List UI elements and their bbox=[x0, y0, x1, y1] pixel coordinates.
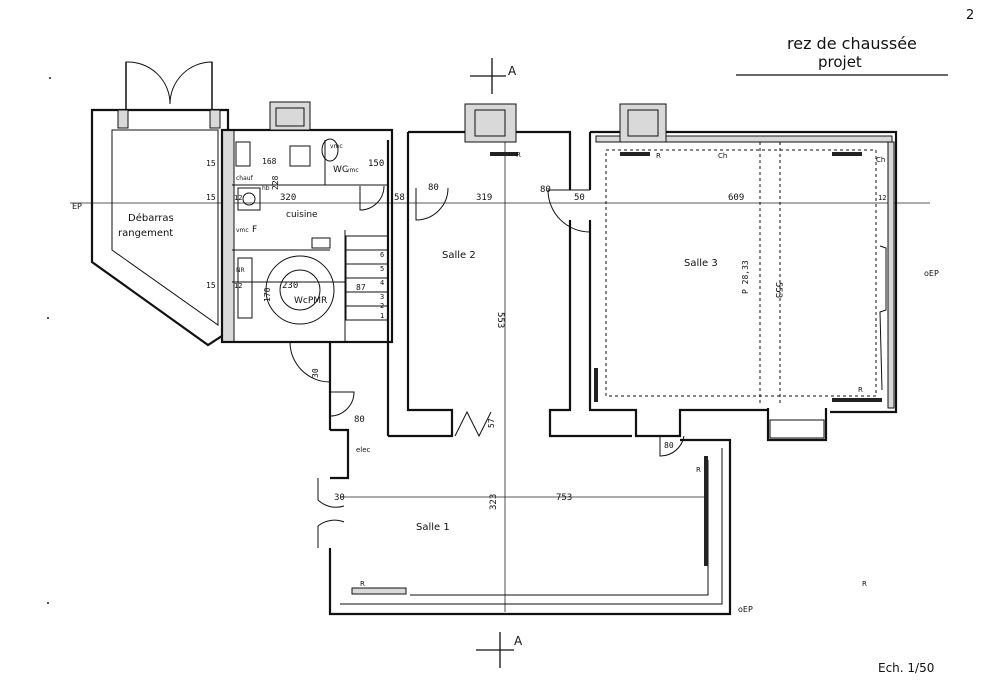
step-1: 1 bbox=[380, 312, 384, 320]
dim-150: 150 bbox=[368, 159, 384, 169]
salle-2: Salle 2 bbox=[388, 103, 632, 438]
page-number: 2 bbox=[966, 8, 974, 23]
radiator-mark-6: R bbox=[862, 580, 867, 588]
room-label-salle1: Salle 1 bbox=[416, 522, 450, 533]
drawing-title: rez de chaussée bbox=[787, 34, 917, 53]
section-mark-top: A bbox=[470, 58, 517, 94]
debarras-room: Débarras rangement bbox=[90, 61, 230, 347]
dim-15-a: 15 bbox=[206, 159, 216, 168]
radiator-6 bbox=[704, 456, 708, 566]
radiator-2 bbox=[620, 152, 650, 156]
dim-230: 230 bbox=[282, 281, 298, 291]
step-3: 3 bbox=[380, 293, 384, 301]
dim-15-c: 15 bbox=[206, 281, 216, 290]
dim-323: 323 bbox=[489, 494, 499, 510]
chimney-label-1: Ch bbox=[718, 152, 727, 160]
room-label-cuisine: cuisine bbox=[286, 210, 318, 220]
radiator-mark-4: R bbox=[696, 466, 701, 474]
salle-3: Salle 3 Ch Ch bbox=[547, 103, 898, 457]
ep-label-right: oEP bbox=[924, 269, 939, 278]
dim-170: 170 bbox=[263, 287, 272, 302]
room-label-debarras: Débarras bbox=[128, 212, 174, 224]
dim-319: 319 bbox=[476, 193, 492, 203]
dim-30-b: 30 bbox=[334, 493, 345, 503]
radiator-5 bbox=[594, 368, 598, 402]
dimensions: 150 320 228 58 80 319 80 50 609 553 553 … bbox=[206, 157, 886, 510]
room-label-wcpmr: WcPMR bbox=[294, 296, 327, 306]
dim-12-a: 12 bbox=[234, 194, 242, 202]
room-label-salle3: Salle 3 bbox=[684, 258, 718, 269]
drawing-subtitle: projet bbox=[818, 53, 862, 71]
radiator-4 bbox=[832, 398, 882, 402]
dim-80-d: 80 bbox=[664, 441, 674, 450]
salle-1: Salle 1 bbox=[328, 438, 732, 616]
radiator-3 bbox=[832, 152, 862, 156]
step-5: 5 bbox=[380, 265, 384, 273]
step-2: 2 bbox=[380, 302, 384, 310]
chauf-label: chauf bbox=[236, 175, 254, 182]
dim-168: 168 bbox=[262, 157, 277, 166]
radiator-mark-1: R bbox=[516, 151, 521, 159]
dim-228: 228 bbox=[271, 175, 280, 190]
chimney-label-2: Ch bbox=[876, 156, 885, 164]
dim-753: 753 bbox=[556, 493, 572, 503]
step-4: 4 bbox=[380, 279, 384, 287]
radiator-mark-5: R bbox=[360, 580, 365, 588]
room-label-rangement: rangement bbox=[118, 228, 173, 239]
dim-80-c: 80 bbox=[354, 415, 365, 425]
vmc-label-1: vmc bbox=[330, 143, 343, 150]
dim-80-a: 80 bbox=[428, 183, 439, 193]
vmc-label-2: vmc bbox=[346, 167, 359, 174]
scale-label: Ech. 1/50 bbox=[878, 661, 934, 675]
vmc-label-3: vmc bbox=[236, 227, 249, 234]
ep-label-left: EP bbox=[72, 202, 82, 211]
dim-28-33: P 28,33 bbox=[741, 260, 750, 294]
dim-553-a: 553 bbox=[495, 312, 505, 328]
step-6: 6 bbox=[380, 251, 384, 259]
dim-58: 58 bbox=[394, 193, 405, 203]
section-letter-bottom: A bbox=[514, 634, 523, 648]
radiator-mark-2: R bbox=[656, 152, 661, 160]
dim-87: 87 bbox=[356, 283, 366, 292]
section-letter-top: A bbox=[508, 64, 517, 78]
room-label-salle2: Salle 2 bbox=[442, 250, 476, 261]
radiator-1 bbox=[490, 152, 518, 156]
staircase: 6 5 4 3 2 1 bbox=[345, 235, 389, 321]
dim-12-b: 12 bbox=[234, 282, 242, 290]
dim-320: 320 bbox=[280, 193, 296, 203]
service-block: cuisine WC WcPMR bbox=[220, 101, 394, 383]
radiator-mark-3: R bbox=[858, 386, 863, 394]
dim-30-a: 30 bbox=[311, 368, 320, 378]
room-label-wc: WC bbox=[333, 165, 348, 175]
elec-label: elec bbox=[356, 446, 371, 454]
hb-label: hb bbox=[262, 185, 270, 192]
dim-12-c: 12 bbox=[878, 194, 886, 202]
dim-50: 50 bbox=[574, 193, 585, 203]
section-mark-bottom: A bbox=[476, 632, 523, 668]
dim-80-b: 80 bbox=[540, 185, 551, 195]
annotations: EP oEP oEP R R R R R R vmc vmc vmc chauf… bbox=[72, 143, 939, 614]
dim-15-b: 15 bbox=[206, 193, 216, 202]
ep-label-bottom: oEP bbox=[738, 605, 753, 614]
dim-57: 57 bbox=[487, 418, 496, 428]
nr-label: NR bbox=[236, 267, 245, 274]
dim-553-b: 553 bbox=[773, 282, 783, 298]
entrance-corridor: elec bbox=[317, 140, 390, 548]
dim-609: 609 bbox=[728, 193, 744, 203]
f-label: F bbox=[252, 225, 257, 235]
